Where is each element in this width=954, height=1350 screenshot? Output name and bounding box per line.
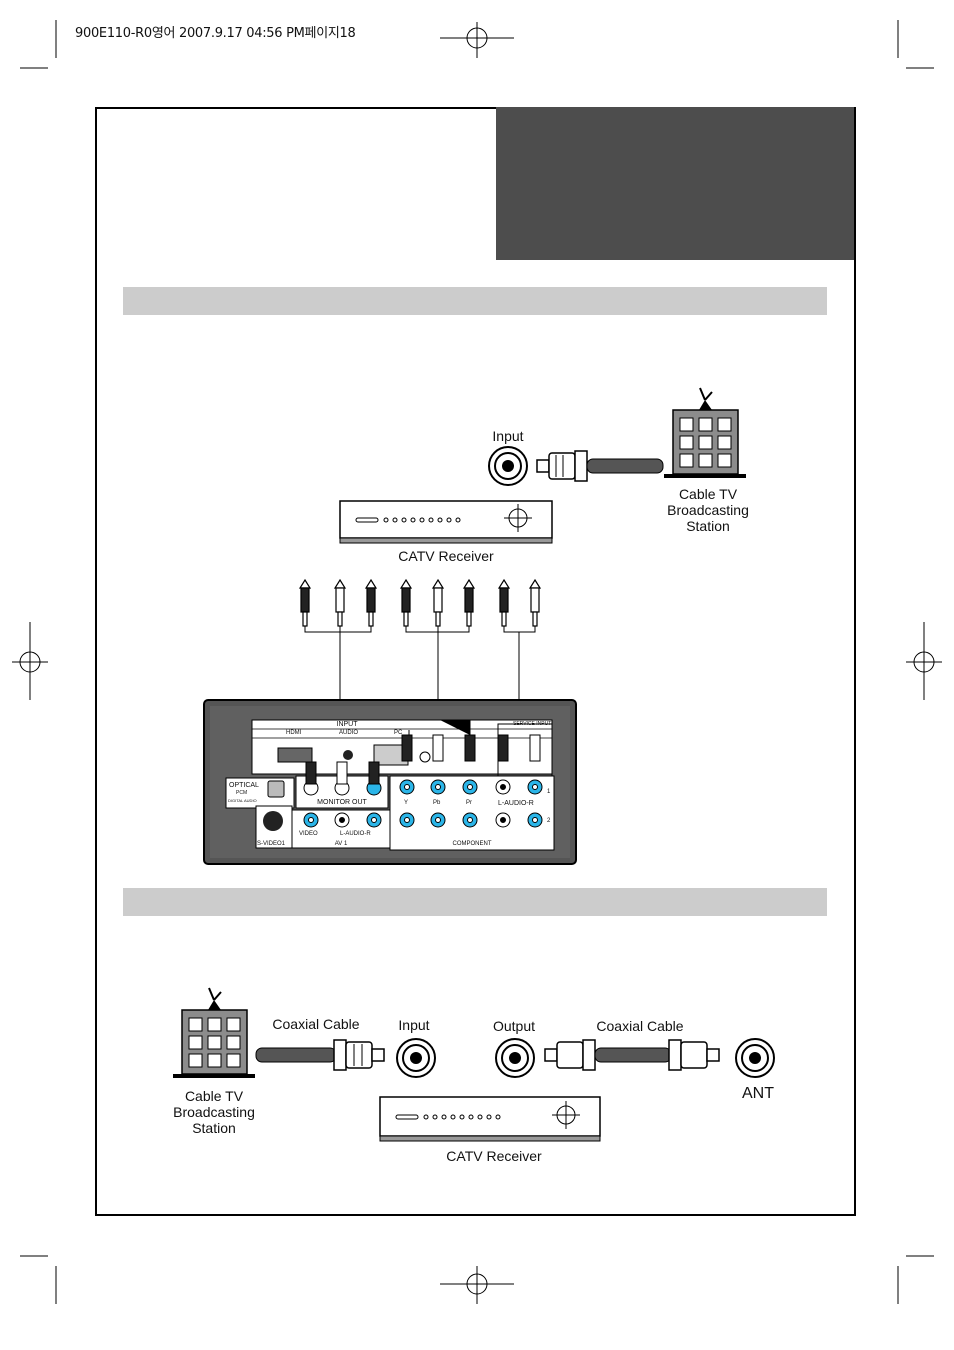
coaxial-right-label: Coaxial Cable [596,1018,684,1034]
coaxial-left-label: Coaxial Cable [272,1016,360,1032]
panel-input-label: INPUT [336,721,358,728]
panel-pb-label: Pb [433,800,441,806]
panel-row2-label: 2 [547,818,551,824]
panel-pcm-label: PCM [236,790,248,796]
panel-y-label: Y [404,800,409,806]
panel-monitor-out-label: MONITOR OUT [317,799,367,806]
panel-pr-label: Pr [466,800,472,806]
panel-laudio-label: L-AUDIO-R [498,800,534,807]
panel-audio-label: AUDIO [339,730,359,736]
panel-row1-label: 1 [547,789,551,795]
input-label: Input [492,428,524,444]
cable-station-label-2: Cable TV Broadcasting Station [173,1088,255,1136]
input-jack-icon [488,446,528,486]
receiver-label: CATV Receiver [398,548,494,564]
coax-cable-icon [536,450,664,482]
input-jack-icon-2 [396,1038,436,1078]
section-bar-bottom [123,888,827,916]
input-label-2: Input [398,1017,430,1033]
ant-jack-icon [735,1038,775,1078]
panel-component-label: COMPONENT [452,841,492,847]
cable-station-label: Cable TV Broadcasting Station [667,486,749,534]
panel-av-laudio-label: L-AUDIO-R [340,831,371,837]
title-block [496,107,854,260]
panel-svideo-label: S-VIDEO1 [257,841,286,847]
broadcast-building-icon-2 [173,987,255,1078]
panel-optical-label: OPTICAL [229,782,259,789]
catv-receiver-icon [339,500,553,544]
ant-label: ANT [742,1085,774,1102]
page-frame [95,107,856,1216]
panel-pc-label: PC [394,730,403,736]
broadcast-building-icon [664,387,746,478]
coax-cable-right-icon [544,1039,720,1071]
catv-receiver-icon-2 [379,1096,601,1142]
panel-hdmi-label: HDMI [286,730,302,736]
rca-plugs-icon [298,578,542,627]
panel-video-label: VIDEO [299,831,318,837]
section-bar-top [123,287,827,315]
panel-digital-audio-label: DIGITAL AUDIO [228,798,257,803]
coax-cable-left-icon [255,1039,385,1071]
print-header: 900E110-R0영어 2007.9.17 04:56 PM페이지18 [75,26,356,41]
tv-rear-panel [203,699,577,865]
panel-av1-label: AV 1 [334,841,348,847]
receiver-label-2: CATV Receiver [446,1148,542,1164]
panel-service-label: SERVICE INPUT [513,721,552,727]
output-jack-icon [495,1038,535,1078]
output-label: Output [492,1018,536,1034]
